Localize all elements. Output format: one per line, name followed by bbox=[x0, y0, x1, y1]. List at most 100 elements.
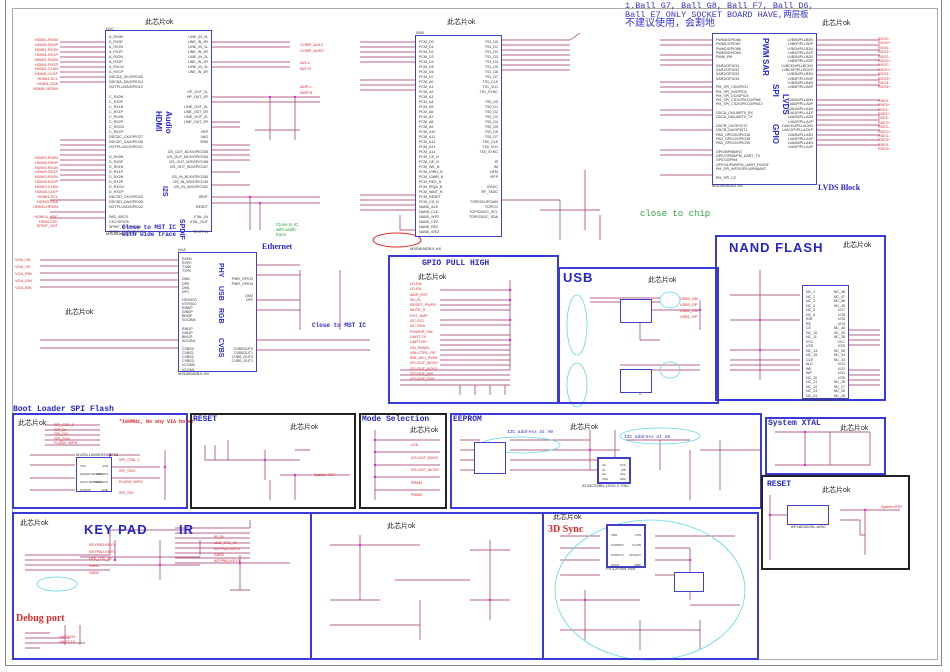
pin-label: PM_SPI_DO/GPIO3 bbox=[716, 93, 749, 98]
ethernet-title: Ethernet bbox=[262, 242, 293, 251]
pin-label: PCM_A3 bbox=[419, 95, 434, 99]
pin-label: LVBCKN/PLLBCKN bbox=[781, 63, 814, 68]
pin-label: LINE_OUT_0R bbox=[183, 110, 208, 114]
system-rst-net: System-RST bbox=[314, 473, 336, 477]
net-label: AV1-R bbox=[300, 67, 311, 71]
pin-label: DDCA_CK/UART0_RX bbox=[716, 111, 753, 116]
net-label: HDMI1-RX1N bbox=[34, 47, 58, 52]
net-label: HDMI3-RX0N bbox=[34, 155, 58, 160]
pin-label: DDCA_DA/UART0_TX bbox=[716, 115, 753, 120]
pin-label: NAND_WEZ bbox=[419, 230, 440, 234]
pin-label: CLE bbox=[806, 357, 813, 362]
pin-label: SAR0/GPIO31 bbox=[716, 63, 740, 68]
chip-ok-label: 此芯片ok bbox=[20, 520, 49, 527]
ir-receiver-chip bbox=[674, 572, 704, 592]
eeprom-part: AT24C02BN-10SU-2.7/NC bbox=[582, 483, 630, 488]
note-line: with wide trace bbox=[122, 231, 177, 238]
keypad-title: KEY PAD bbox=[84, 522, 148, 537]
net-label: SPDIF_OUT bbox=[36, 224, 58, 229]
net-label: RXE4+ bbox=[878, 147, 891, 152]
pin-label: LVB3P/PLLB3P bbox=[787, 76, 813, 81]
pin-label: C_RXCN bbox=[109, 125, 124, 129]
net-label: I2S-OUT_BCK0 bbox=[411, 455, 439, 460]
gpio-pull-high-title: GPIO PULL HIGH bbox=[422, 259, 490, 268]
block-label-lvds: LVDS bbox=[781, 94, 790, 115]
pin-label: PCM_D5 bbox=[419, 65, 434, 69]
pin-label: C_RX0P bbox=[109, 100, 123, 104]
net-label: SPI_CSN_1 bbox=[119, 458, 140, 462]
pin-label: DM1 bbox=[182, 285, 190, 290]
pin-label: TS0_VLD bbox=[482, 145, 498, 149]
pin-label: CVBS1 bbox=[182, 351, 194, 356]
pin-label: I2S_OUT_BCK/GPIO155 bbox=[167, 150, 208, 154]
pin-label: I2S_OUT_MCK/GPIO154 bbox=[167, 155, 208, 159]
pin-label: PCM_REG_N bbox=[419, 180, 442, 184]
net-label: I2C-SCL bbox=[410, 319, 425, 324]
pin-label: PCM_IORD_N bbox=[419, 170, 443, 174]
net-label: LED bbox=[411, 443, 419, 447]
net-label: UART-TX bbox=[410, 334, 427, 339]
pin-label: LINE_IN_1R bbox=[187, 50, 208, 54]
pin-label: PCM_OE_N bbox=[419, 160, 439, 164]
pin-label: I2S_IN_BCK/GPIO150 bbox=[171, 175, 208, 179]
pin-label: TGPIO3/I2C_SDA bbox=[468, 215, 498, 219]
net-label: RXO3- bbox=[878, 72, 890, 77]
pin-label: NAND_REZ bbox=[419, 225, 439, 229]
pin-label: PCM_IOWR_N bbox=[419, 175, 444, 179]
pin-label: HOTPLUGD/GPIO22 bbox=[109, 205, 143, 209]
pin-label: HP_OUT_1R bbox=[186, 95, 208, 99]
net-label: LED_CTL_IR bbox=[89, 557, 112, 561]
net-label: HDMI1-RX0N bbox=[34, 38, 58, 42]
pin-label: SCL bbox=[620, 472, 626, 476]
pin-label: TGPIO2/I2C_SCL bbox=[469, 210, 498, 214]
pin-label: RESET bbox=[196, 205, 208, 209]
pin-label: NC_14 bbox=[806, 348, 818, 353]
net-label: RXO0+ bbox=[878, 41, 891, 46]
pin-label: TESTPIN bbox=[192, 230, 208, 234]
pin-label: GND bbox=[101, 488, 108, 492]
pin-label: VCC bbox=[806, 339, 814, 344]
pin-label: TGPIO0/UPGAIN bbox=[470, 200, 498, 204]
pin-label: PCM_A5 bbox=[419, 105, 434, 109]
eeprom-chip-left bbox=[474, 442, 506, 474]
pin-label: VSS bbox=[634, 533, 641, 537]
pin-label: LVACKP/PLLACKP bbox=[782, 128, 813, 133]
pin-label: RXN0 bbox=[182, 257, 192, 261]
pin-label: WP#/ACC bbox=[94, 480, 108, 484]
pin-label: PM_SPI_WP2/GPIO4/PM8/INT bbox=[716, 166, 767, 171]
pin-label: LINE_IN_2R bbox=[187, 60, 208, 64]
block-label-i2s: I2S bbox=[161, 186, 168, 197]
net-label: SAR0 bbox=[89, 571, 99, 575]
pin-label: WE bbox=[806, 366, 812, 371]
pin-label: TGPIO1 bbox=[484, 205, 498, 209]
pin-label: TS0_D6 bbox=[484, 130, 498, 134]
pin-label: C_RX2N bbox=[109, 115, 124, 119]
spi-flash-part: MX25L1606E/EN25F16 bbox=[76, 452, 119, 457]
net-label: SAR1 bbox=[89, 564, 99, 568]
pin-label: RXP0 bbox=[182, 261, 192, 266]
pin-label: NC_4 bbox=[806, 303, 816, 308]
pin-label: TS0_D4 bbox=[484, 120, 498, 124]
pin-label: TS0_SYNC bbox=[479, 150, 498, 154]
net-label: VBL/CTRL_PE bbox=[410, 350, 436, 355]
pin-label: NC_24 bbox=[806, 393, 818, 398]
pin-label: LVA1N/PLLA1N bbox=[787, 106, 813, 111]
pin-label: GPIO6/PM8/INT bbox=[716, 149, 743, 154]
chip-ok-label: 此芯片ok bbox=[570, 424, 599, 431]
net-label: VGA_HS bbox=[15, 258, 31, 262]
net-label: HDMI-CEC bbox=[39, 219, 58, 224]
pin-label: DP2 bbox=[246, 297, 253, 302]
pin-label: TS0_D1 bbox=[484, 105, 498, 109]
pin-label: A2 bbox=[602, 472, 606, 476]
net-label: HDMI1-RX0P bbox=[35, 42, 58, 47]
